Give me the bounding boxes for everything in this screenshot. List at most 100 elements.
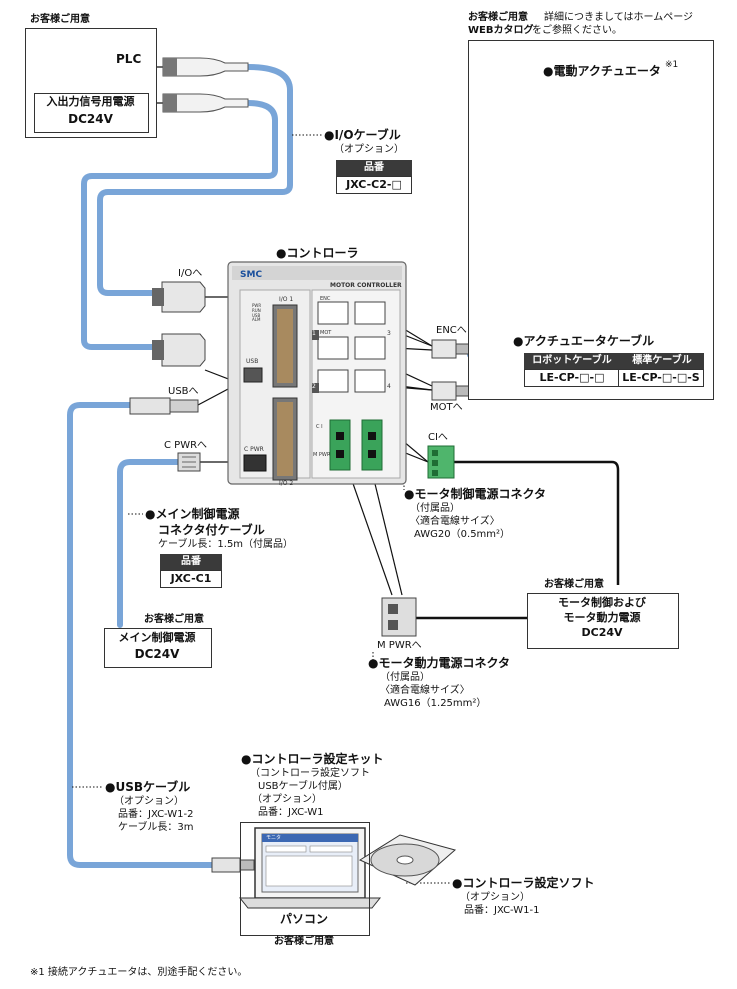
website-note2b: をご参照ください。 — [532, 25, 622, 36]
actuator-cable-col1: ロボットケーブル — [524, 353, 620, 369]
motor-ctrl-conn-l2: 〈適合電線サイズ〉 — [410, 516, 500, 527]
website-note1: 詳細につきましてはホームページ — [544, 12, 693, 23]
pc-label: パソコン — [279, 912, 328, 926]
setup-kit-l1: （コントローラ設定ソフト — [250, 768, 370, 779]
main-cable-length: ケーブル長：1.5m（付属品） — [158, 539, 294, 550]
io-cable-inner — [81, 100, 278, 350]
ci-plug — [427, 445, 455, 479]
pc-customer-label: お客様ご用意 — [274, 936, 334, 947]
motor-pwr-conn-l3: AWG16（1.25mm²） — [384, 698, 487, 709]
motor-ctrl-conn-l3: AWG20（0.5mm²） — [414, 529, 511, 540]
usb-cable — [67, 402, 215, 868]
usb-cable-title: ●USBケーブル — [105, 780, 191, 794]
device-cpwr: C PWR — [244, 446, 264, 453]
cpwr-cable — [117, 459, 181, 628]
controller-title: ●コントローラ — [276, 246, 359, 260]
motor-pwr-conn-title: ●モータ動力電源コネクタ — [368, 656, 510, 670]
actuator-title: ●電動アクチュエータ — [543, 64, 661, 78]
enc-to-label: ENCへ — [436, 325, 467, 336]
actuator-cable-pn1: LE-CP-□-□ — [524, 369, 620, 387]
cpwr-to-label: C PWRへ — [164, 440, 208, 451]
device-ch3: 3 — [387, 330, 391, 337]
io-cable-outer — [97, 64, 293, 296]
io-power-line2: DC24V — [68, 112, 113, 126]
motor-power-wire-ci — [453, 460, 620, 585]
motor-power-box-l2: モータ動力電源 — [563, 611, 641, 624]
usb-cable-l3: ケーブル長：3m — [118, 822, 194, 833]
pc-box — [240, 822, 370, 936]
actuator-cable-title: ●アクチュエータケーブル — [513, 334, 655, 348]
main-cable-pn: JXC-C1 — [160, 570, 222, 588]
device-ci: C I — [316, 424, 323, 430]
main-power-box-l1: メイン制御電源 — [118, 631, 196, 644]
arrow-heads — [132, 62, 499, 229]
mpwr-plug — [381, 597, 417, 637]
io-power-line1: 入出力信号用電源 — [46, 95, 135, 108]
software-title: ●コントローラ設定ソフト — [452, 876, 595, 890]
usb-cable-l1: （オプション） — [114, 796, 184, 807]
plc-label: PLC — [116, 52, 142, 66]
power-wires — [415, 460, 620, 620]
actuator-cable-pn2: LE-CP-□-□-S — [618, 369, 704, 387]
device-mpwr: M PWR — [313, 452, 331, 458]
device-name: MOTOR CONTROLLER — [330, 282, 402, 289]
setup-kit-l4: 品番：JXC-W1 — [258, 807, 324, 818]
mpwr-to-label: M PWRへ — [377, 640, 422, 651]
io-cable-pn: JXC-C2-□ — [336, 176, 412, 194]
device-logo: SMC — [240, 270, 263, 280]
motor-ctrl-conn-title: ●モータ制御電源コネクタ — [404, 487, 546, 501]
software-l2: 品番：JXC-W1-1 — [464, 905, 540, 916]
setup-kit-l3: （オプション） — [252, 794, 322, 805]
device-ch2: 2 — [312, 383, 316, 390]
usb-plug — [129, 397, 199, 415]
device-io1: I/O 1 — [279, 296, 294, 303]
motor-power-box-l1: モータ制御および — [558, 596, 646, 609]
motor-pwr-conn-l1: （付属品） — [380, 672, 430, 683]
io-to-label: I/Oへ — [178, 268, 203, 279]
website-note2a: WEBカタログ — [468, 25, 534, 36]
setup-kit-title: ●コントローラ設定キット — [241, 752, 384, 766]
main-power-box-label: お客様ご用意 — [144, 614, 204, 625]
motor-power-box-l3: DC24V — [581, 626, 623, 639]
device-ch4: 4 — [387, 383, 391, 390]
device-mot: MOT — [320, 330, 332, 336]
io-cable-pn-head: 品番 — [336, 160, 412, 176]
cpwr-plug — [177, 452, 201, 472]
main-cable-title1: ●メイン制御電源 — [145, 507, 240, 521]
io-cable-option: （オプション） — [334, 144, 404, 155]
usb-cable-l2: 品番：JXC-W1-2 — [118, 809, 194, 820]
io-cable-title: ●I/Oケーブル — [324, 128, 401, 142]
device-io2: I/O 2 — [279, 480, 294, 487]
actuator-note: ※1 — [665, 60, 679, 70]
motor-pwr-conn-l2: 〈適合電線サイズ〉 — [380, 685, 470, 696]
mot-to-label: MOTへ — [430, 402, 463, 413]
device-status-leds: PWR RUN USB ALM — [252, 303, 262, 323]
main-cable-pn-head: 品番 — [160, 554, 222, 570]
io-plugs — [152, 281, 206, 367]
enc-mot-plugs — [431, 339, 471, 401]
device-ch1: 1 — [312, 330, 316, 337]
main-power-box — [104, 628, 212, 668]
website-customer-label: お客様ご用意 — [468, 12, 528, 23]
pc-illustration — [211, 827, 382, 909]
actuator-box — [468, 40, 714, 400]
motor-power-box — [527, 593, 679, 649]
device-usb: USB — [246, 358, 259, 365]
main-power-box-l2: DC24V — [134, 647, 180, 661]
software-l1: （オプション） — [460, 892, 530, 903]
setup-kit-l2: USBケーブル付属） — [258, 781, 348, 792]
usb-to-label: USBへ — [168, 386, 199, 397]
software-disc — [358, 834, 457, 886]
io-cable-connectors-top — [162, 57, 249, 113]
io-power-box — [34, 93, 149, 133]
controller-body — [227, 261, 407, 485]
customer-label-top: お客様ご用意 — [30, 14, 90, 25]
motor-ctrl-conn-l1: （付属品） — [410, 503, 460, 514]
main-cable-title2: コネクタ付ケーブル — [158, 523, 265, 537]
pc-screen-title: モニタ — [266, 835, 282, 841]
device-enc: ENC — [320, 296, 331, 302]
footnote: ※1 接続アクチュエータは、別途手配ください。 — [30, 967, 248, 978]
actuator-cable-col2: 標準ケーブル — [620, 353, 704, 369]
ci-to-label: CIへ — [428, 432, 448, 443]
motor-power-box-label: お客様ご用意 — [544, 579, 604, 590]
